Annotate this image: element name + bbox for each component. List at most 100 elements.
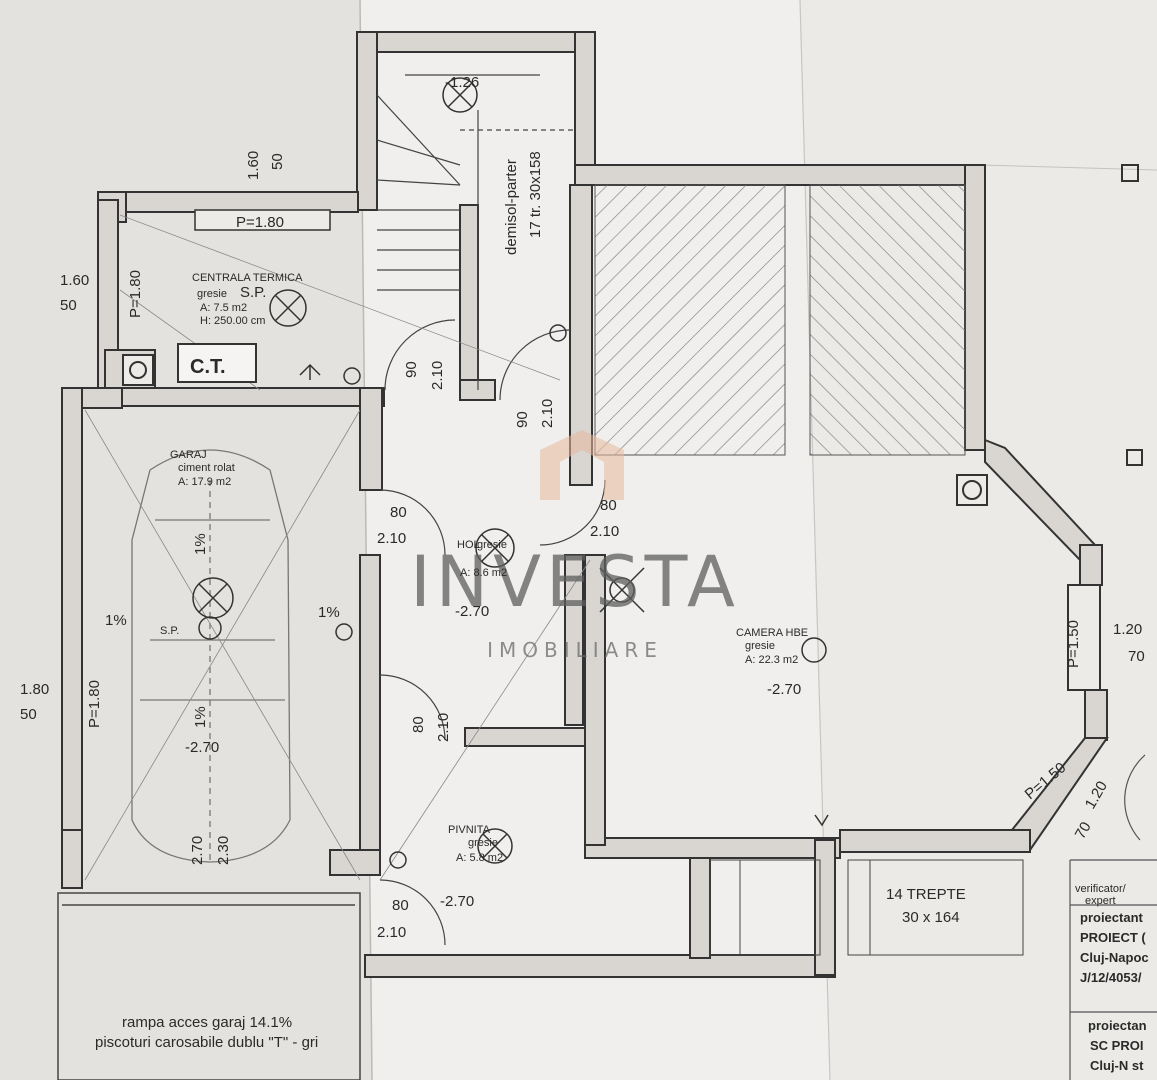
labels: INVESTA IMOBILIARE -1.26 demisol-parter … [20,74,1149,1073]
stair-treads [376,74,575,390]
pivnita-name: PIVNITA [448,824,491,836]
stair-label-1: demisol-parter [503,159,520,255]
door-swing-icon [379,489,446,556]
hol-name: HOL [457,539,480,551]
camera-win1-height: 70 [1128,648,1145,665]
tb-p3: Cluj-Napoc [1080,950,1149,965]
tb-p5: proiectan [1088,1018,1147,1033]
garaj-slope-1: 1% [192,533,209,555]
ct-window-width: 1.60 [245,151,262,180]
camera-win2-height: 70 [1072,819,1095,842]
door-5-height: 2.10 [435,713,452,742]
garaj-floor: ciment rolat [178,462,235,474]
ramp-line1: rampa acces garaj 14.1% [122,1014,292,1031]
door-3-height: 2.10 [377,530,406,547]
camera-area: A: 22.3 m2 [745,654,798,666]
ct-room-name: CENTRALA TERMICA [192,272,303,284]
camera-level: -2.70 [767,681,801,698]
tb-p4: J/12/4053/ [1080,970,1142,985]
hol-area: A: 8.6 m2 [460,567,507,579]
light-fixture-icon [801,637,827,663]
door-swing-icon [379,879,446,946]
hatched-terrace [594,184,966,456]
light-fixture-icon [475,528,515,568]
light-fixture-icon [599,567,645,613]
garaj-window-width: 1.80 [20,681,49,698]
tb-verifier-2: expert [1085,895,1116,907]
light-fixture-icon [335,324,567,869]
ct-room-area: A: 7.5 m2 [200,302,247,314]
stair-top-level: -1.26 [445,74,479,91]
door-swing-icon [379,674,446,741]
door-2-width: 90 [514,411,531,428]
door-6-width: 80 [392,897,409,914]
floor-drain-icon [198,616,222,640]
garaj-window-height: 50 [20,706,37,723]
door-3-width: 80 [390,504,407,521]
column-icon [956,474,988,506]
tb-p2: PROIECT ( [1080,930,1146,945]
light-fixtures [192,77,829,869]
camera-floor: gresie [745,640,775,652]
door-swing-icon [539,479,606,546]
light-fixture-icon [269,289,307,327]
door-1-height: 2.10 [429,361,446,390]
hol-slope: 1% [318,604,340,621]
door-swings [379,319,606,946]
brand-logo [540,430,624,500]
ct-room-height: H: 250.00 cm [200,315,265,327]
tb-p1: proiectant [1080,910,1144,925]
light-fixture-icon [442,77,478,113]
camera-win1-width: 1.20 [1113,621,1142,638]
ct-side-parapet: P=1.80 [127,270,144,318]
ct-side-height: 50 [60,297,77,314]
door-swing-icon [499,329,571,401]
ct-window-height: 50 [269,153,286,170]
pivnita-floor: gresie [468,837,498,849]
stairs-ext-line2: 30 x 164 [902,909,960,926]
ct-side-width: 1.60 [60,272,89,289]
ct-box [177,343,257,383]
camera-name: CAMERA HBE [736,627,808,639]
pivnita-area: A: 5.8 m2 [456,852,503,864]
door-swing-icon [384,319,456,391]
pivnita-level: -2.70 [440,893,474,910]
ct-window-parapet: P=1.80 [236,214,284,231]
hol-floor: gresie [477,539,507,551]
garaj-level: -2.70 [185,739,219,756]
reference-lines [84,214,591,881]
stairs-ext-line1: 14 TREPTE [886,886,966,903]
car-outline [131,449,291,863]
ct-room-sp: S.P. [240,284,266,301]
watermark-brand: INVESTA [410,541,740,623]
column-icon [122,354,154,386]
garaj-window-parapet: P=1.80 [86,680,103,728]
camera-win1-parapet: P=1.50 [1065,620,1082,668]
tb-p6: SC PROI [1090,1038,1143,1053]
garaj-slope-2: 1% [105,612,127,629]
door-2-height: 2.10 [539,399,556,428]
title-block-frame [1069,754,1157,1080]
exterior-stairs [709,859,1024,956]
interior-walls [61,184,606,889]
door-4-width: 80 [600,497,617,514]
garaj-slope-3: 1% [192,706,209,728]
ct-label: C.T. [190,356,226,378]
column-icon [1126,449,1143,466]
garaj-name: GARAJ [170,449,207,461]
garaj-area: A: 17.9 m2 [178,476,231,488]
hol-level: -2.70 [455,603,489,620]
door-1-width: 90 [403,361,420,378]
garage-ramp [57,892,361,1080]
garaj-sp: S.P. [160,625,179,637]
door-6-height: 2.10 [377,924,406,941]
tb-verifier-1: verificator/ [1075,883,1127,895]
watermark-sub: IMOBILIARE [487,638,663,662]
ramp-line2: piscoturi carosabile dublu "T" - gri [95,1034,318,1051]
door-4-height: 2.10 [590,523,619,540]
columns [122,164,1143,506]
stair-label-2: 17 tr. 30x158 [527,151,544,238]
tb-p7: Cluj-N st [1090,1058,1144,1073]
garaj-door-width: 2.70 [189,836,206,865]
